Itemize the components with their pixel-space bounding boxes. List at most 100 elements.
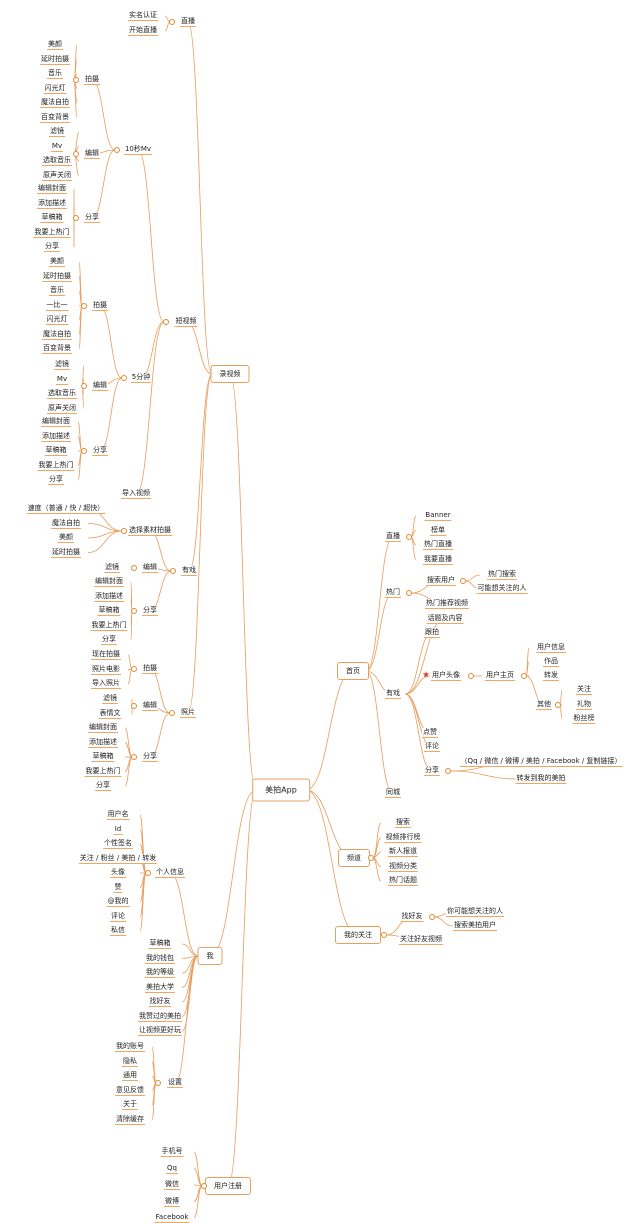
min5-edit-item: 原声关闭 xyxy=(47,403,77,414)
connector-line xyxy=(187,21,213,375)
register-item: 微博 xyxy=(164,1196,180,1207)
collapse-dot-icon xyxy=(131,666,137,672)
connector-line xyxy=(151,1046,157,1084)
register-item: Qq xyxy=(166,1163,178,1174)
search-user-item: 热门搜索 xyxy=(487,570,517,580)
channel-item: 搜索 xyxy=(395,818,411,828)
node-youxi-select: 选择素材拍摄 xyxy=(128,526,172,536)
node-share: 分享 xyxy=(424,766,440,776)
node-youxi-share: 分享 xyxy=(142,606,158,616)
connector-line xyxy=(464,574,481,582)
collapse-dot-icon xyxy=(121,375,127,381)
connector-line xyxy=(91,149,116,219)
collapse-dot-icon xyxy=(169,19,175,25)
min5-share-item: 添加描述 xyxy=(41,431,71,442)
mv10-share-item: 编辑封面 xyxy=(37,184,67,194)
personal-item: 赞 xyxy=(113,882,123,893)
min5-shoot-item: 一比一 xyxy=(45,300,69,311)
node-photo-shoot: 拍摄 xyxy=(142,664,158,674)
find-friend-item: 你可能想关注的人 xyxy=(446,907,504,917)
collapse-dot-icon xyxy=(429,914,435,920)
root-node: 美拍App xyxy=(252,778,310,802)
min5-shoot-item: 延时拍摄 xyxy=(42,271,72,282)
node-short-video: 短视频 xyxy=(174,317,198,327)
connector-line xyxy=(372,822,382,859)
youxi-select-item: 速度（普通 / 快 / 超快） xyxy=(26,504,106,514)
share-item: （Qq / 微信 / 微博 / 美拍 / Facebook / 复制链接） xyxy=(459,757,623,767)
collapse-dot-icon xyxy=(121,528,127,534)
connector-line xyxy=(193,1185,203,1219)
connector-line xyxy=(188,373,213,572)
node-mv10-shoot: 拍摄 xyxy=(84,75,100,85)
connector-line xyxy=(404,632,433,695)
personal-item: 个性签名 xyxy=(103,839,133,849)
collapse-dot-icon xyxy=(81,383,87,389)
user-info-item: 用户信息 xyxy=(536,643,566,653)
personal-item: 头像 xyxy=(110,868,126,878)
collapse-dot-icon xyxy=(406,534,412,540)
collapse-dot-icon xyxy=(131,754,137,760)
me-item: 让视频更好玩 xyxy=(138,1026,182,1036)
register-item: 手机号 xyxy=(160,1147,184,1157)
collapse-dot-icon xyxy=(73,215,79,221)
youxi-select-item: 美颜 xyxy=(58,533,74,543)
node-search-user: 搜索用户 xyxy=(426,576,456,586)
connector-line xyxy=(87,530,123,553)
mv10-edit-item: 选取音乐 xyxy=(42,156,72,166)
collapse-dot-icon xyxy=(368,855,374,861)
collapse-dot-icon xyxy=(381,932,387,938)
connector-line xyxy=(209,789,257,957)
youxi-share-item: 我要上热门 xyxy=(90,620,128,631)
node-avatar: 用户头像 xyxy=(431,671,461,681)
connector-line xyxy=(181,955,199,1032)
connector-line xyxy=(91,79,116,151)
connector-line xyxy=(149,570,172,612)
register-item: Facebook xyxy=(154,1213,190,1223)
youxi-select-item: 魔法自拍 xyxy=(51,518,81,529)
home-live-item: 热门直播 xyxy=(423,540,453,550)
connector-line xyxy=(449,770,520,780)
photo-edit-item: 表情文 xyxy=(98,709,122,719)
node-import: 导入视频 xyxy=(121,489,151,499)
connector-line xyxy=(174,955,199,1084)
node-min5-edit: 编辑 xyxy=(92,381,108,391)
photo-share-item: 分享 xyxy=(95,781,111,791)
connector-line xyxy=(181,943,199,957)
mv10-share-item: 草稿箱 xyxy=(40,213,64,223)
me-item: 我的等级 xyxy=(145,968,175,978)
node-tongcheng: 同城 xyxy=(385,788,401,798)
connector-line xyxy=(99,305,123,379)
connector-line xyxy=(187,373,213,714)
me-item: 草稿箱 xyxy=(148,939,172,949)
mv10-shoot-item: 音乐 xyxy=(47,69,63,79)
settings-item: 清除缓存 xyxy=(115,1114,145,1125)
photo-share-item: 我要上热门 xyxy=(84,766,122,777)
collapse-dot-icon xyxy=(201,1183,207,1189)
mv10-share-item: 添加描述 xyxy=(37,198,67,209)
personal-item: Id xyxy=(113,824,123,835)
node-min5: 5分钟 xyxy=(130,373,152,383)
settings-item: 我的账号 xyxy=(115,1042,145,1052)
node-min5-shoot: 拍摄 xyxy=(92,301,108,311)
youxi-share-item: 分享 xyxy=(101,635,117,645)
mv10-shoot-item: 美颜 xyxy=(47,40,63,50)
me-item: 美拍大学 xyxy=(145,982,175,993)
youxi-share-item: 添加描述 xyxy=(94,591,124,602)
collapse-dot-icon xyxy=(445,768,451,774)
branch-record: 录视频 xyxy=(210,365,250,383)
home-live-item: 我要直播 xyxy=(423,554,453,565)
min5-edit-item: 滤镜 xyxy=(54,360,70,370)
settings-item: 意见反馈 xyxy=(115,1085,145,1096)
settings-item: 通用 xyxy=(122,1071,138,1081)
connector-line xyxy=(559,704,563,720)
mv10-shoot-item: 延时拍摄 xyxy=(40,54,70,65)
settings-item: 关于 xyxy=(122,1100,138,1110)
connector-line xyxy=(124,756,133,787)
node-mv10-edit: 编辑 xyxy=(84,149,100,159)
youxi-select-item: 延时拍摄 xyxy=(51,547,81,558)
min5-shoot-item: 音乐 xyxy=(49,286,65,296)
collapse-dot-icon xyxy=(73,77,79,83)
node-follow-video: 关注好友视频 xyxy=(399,935,443,945)
collapse-dot-icon xyxy=(131,703,137,709)
